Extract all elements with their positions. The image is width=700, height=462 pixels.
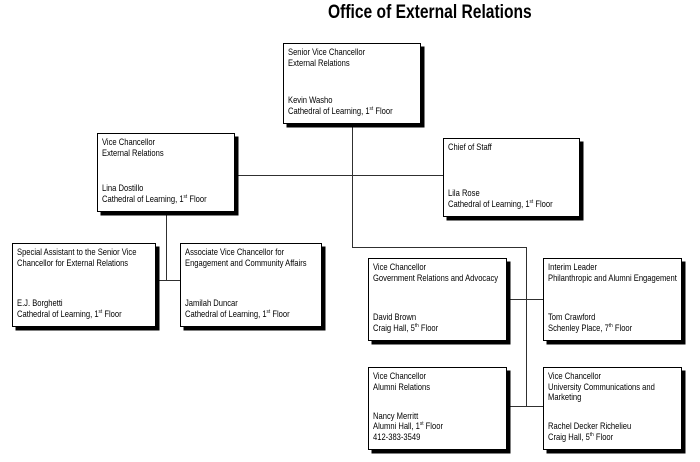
person-name: Kevin Washo	[288, 95, 333, 106]
role-line: University Communications and	[548, 381, 655, 393]
role-line: Government Relations and Advocacy	[373, 272, 499, 284]
role-title: Vice Chancellor Alumni Relations	[373, 371, 506, 393]
role-line: External Relations	[102, 147, 164, 159]
org-box-vice-chancellor-university-communications: Vice Chancellor University Communication…	[543, 367, 682, 450]
role-line: Associate Vice Chancellor for	[185, 247, 285, 258]
person-info: E.J. Borghetti Cathedral of Learning, 1s…	[17, 298, 155, 320]
org-box-special-assistant: Special Assistant to the Senior Vice Cha…	[12, 243, 156, 327]
floor-ordinal: th	[414, 322, 419, 329]
person-location: Cathedral of Learning, 1st Floor	[185, 308, 290, 320]
org-box-chief-of-staff: Chief of Staff Lila Rose Cathedral of Le…	[443, 138, 580, 217]
person-location: Cathedral of Learning, 1st Floor	[288, 105, 393, 117]
person-name: Lina Dostillo	[102, 183, 144, 194]
role-line: Chief of Staff	[448, 142, 492, 153]
connector-vc-ext-chief-horizontal	[235, 175, 443, 176]
role-line: Vice Chancellor	[373, 371, 427, 382]
person-info: Lina Dostillo Cathedral of Learning, 1st…	[102, 183, 234, 205]
person-info: Nancy Merritt Alumni Hall, 1st Floor 412…	[373, 410, 506, 444]
connector-right-column-down	[526, 247, 527, 407]
person-phone: 412-383-3549	[373, 431, 421, 443]
person-name: Nancy Merritt	[373, 410, 419, 422]
floor-ordinal: st	[369, 105, 374, 112]
role-line: Chancellor for External Relations	[17, 257, 129, 269]
person-location: Cathedral of Learning, 1st Floor	[17, 308, 122, 320]
org-box-interim-leader-philanthropic: Interim Leader Philanthropic and Alumni …	[543, 258, 682, 341]
role-title: Vice Chancellor Government Relations and…	[373, 262, 506, 284]
floor-ordinal: st	[529, 198, 534, 205]
role-line: Philanthropic and Alumni Engagement	[548, 272, 677, 284]
person-location: Alumni Hall, 1st Floor	[373, 420, 443, 432]
person-info: Jamilah Duncar Cathedral of Learning, 1s…	[185, 298, 321, 320]
person-info: Kevin Washo Cathedral of Learning, 1st F…	[288, 95, 420, 117]
role-line: Special Assistant to the Senior Vice	[17, 247, 137, 258]
connector-senior-vc-down	[352, 124, 353, 248]
role-title: Vice Chancellor External Relations	[102, 137, 234, 159]
org-box-vice-chancellor-external-relations: Vice Chancellor External Relations Lina …	[97, 133, 235, 212]
person-name: E.J. Borghetti	[17, 298, 63, 309]
person-info: Lila Rose Cathedral of Learning, 1st Flo…	[448, 188, 579, 210]
connector-alumni-comm-horizontal	[507, 406, 543, 407]
role-title: Senior Vice Chancellor External Relation…	[288, 47, 420, 69]
role-title: Vice Chancellor University Communication…	[548, 371, 681, 404]
person-location: Cathedral of Learning, 1st Floor	[102, 193, 207, 205]
person-location: Cathedral of Learning, 1st Floor	[448, 198, 553, 210]
person-info: Tom Crawford Schenley Place, 7th Floor	[548, 312, 681, 334]
person-name: Jamilah Duncar	[185, 298, 238, 309]
person-name: Rachel Decker Richelieu	[548, 421, 632, 432]
role-line: Vice Chancellor	[373, 262, 427, 273]
floor-ordinal: st	[98, 308, 103, 315]
floor-ordinal: st	[266, 308, 271, 315]
person-name: Lila Rose	[448, 188, 480, 199]
connector-senior-right-horizontal	[352, 247, 527, 248]
person-name: Tom Crawford	[548, 312, 596, 323]
person-info: David Brown Craig Hall, 5th Floor	[373, 312, 506, 334]
role-line: Alumni Relations	[373, 381, 431, 393]
role-line: Senior Vice Chancellor	[288, 47, 366, 58]
floor-ordinal: th	[589, 431, 594, 438]
role-line: Vice Chancellor	[102, 137, 156, 148]
role-title: Special Assistant to the Senior Vice Cha…	[17, 247, 155, 269]
role-line: Marketing	[548, 392, 582, 403]
role-line: External Relations	[288, 57, 350, 69]
role-title: Chief of Staff	[448, 142, 579, 154]
org-box-vice-chancellor-government-relations: Vice Chancellor Government Relations and…	[368, 258, 507, 341]
connector-special-associate-horizontal	[156, 280, 180, 281]
org-box-senior-vice-chancellor: Senior Vice Chancellor External Relation…	[283, 43, 421, 124]
connector-vc-ext-down	[166, 212, 167, 281]
floor-ordinal: st	[183, 193, 188, 200]
role-title: Interim Leader Philanthropic and Alumni …	[548, 262, 681, 284]
person-info: Rachel Decker Richelieu Craig Hall, 5th …	[548, 421, 681, 443]
person-location: Craig Hall, 5th Floor	[548, 431, 614, 443]
role-line: Vice Chancellor	[548, 371, 602, 382]
chart-title: Office of External Relations	[328, 1, 532, 23]
role-line: Engagement and Community Affairs	[185, 257, 307, 269]
person-name: David Brown	[373, 312, 417, 323]
role-line: Interim Leader	[548, 262, 598, 273]
connector-gov-interim-horizontal	[507, 299, 543, 300]
floor-ordinal: st	[419, 420, 424, 427]
person-location: Schenley Place, 7th Floor	[548, 322, 633, 334]
org-box-vice-chancellor-alumni-relations: Vice Chancellor Alumni Relations Nancy M…	[368, 367, 507, 450]
org-box-associate-vice-chancellor-engagement: Associate Vice Chancellor for Engagement…	[180, 243, 322, 327]
person-location: Craig Hall, 5th Floor	[373, 322, 439, 334]
role-title: Associate Vice Chancellor for Engagement…	[185, 247, 321, 269]
floor-ordinal: th	[608, 322, 613, 329]
